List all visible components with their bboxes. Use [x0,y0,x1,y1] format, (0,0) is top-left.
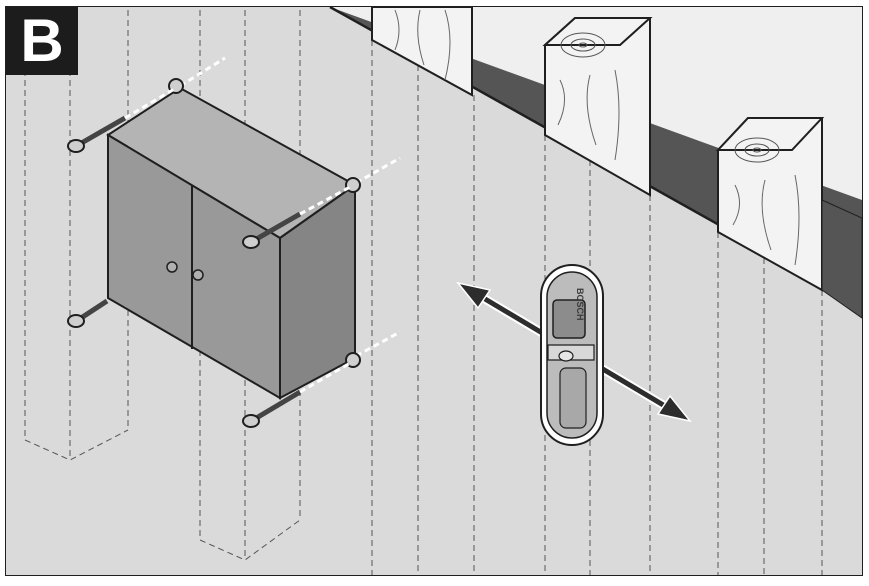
wooden-beam-icon [542,17,653,197]
device-brand-label: BOSCH [575,288,585,321]
wooden-beam-icon [371,7,473,97]
screw-icon [242,330,401,428]
figure-label: B [6,7,78,75]
wall-scanner-icon: BOSCH [540,264,604,446]
knob-icon [192,269,204,281]
wooden-beam-icon [715,117,825,292]
screw-icon [67,298,109,328]
device-display [552,299,586,339]
screw-icon [67,56,226,153]
screw-icon [242,156,401,249]
knob-icon [166,261,178,273]
wall-cabinet [106,86,357,400]
